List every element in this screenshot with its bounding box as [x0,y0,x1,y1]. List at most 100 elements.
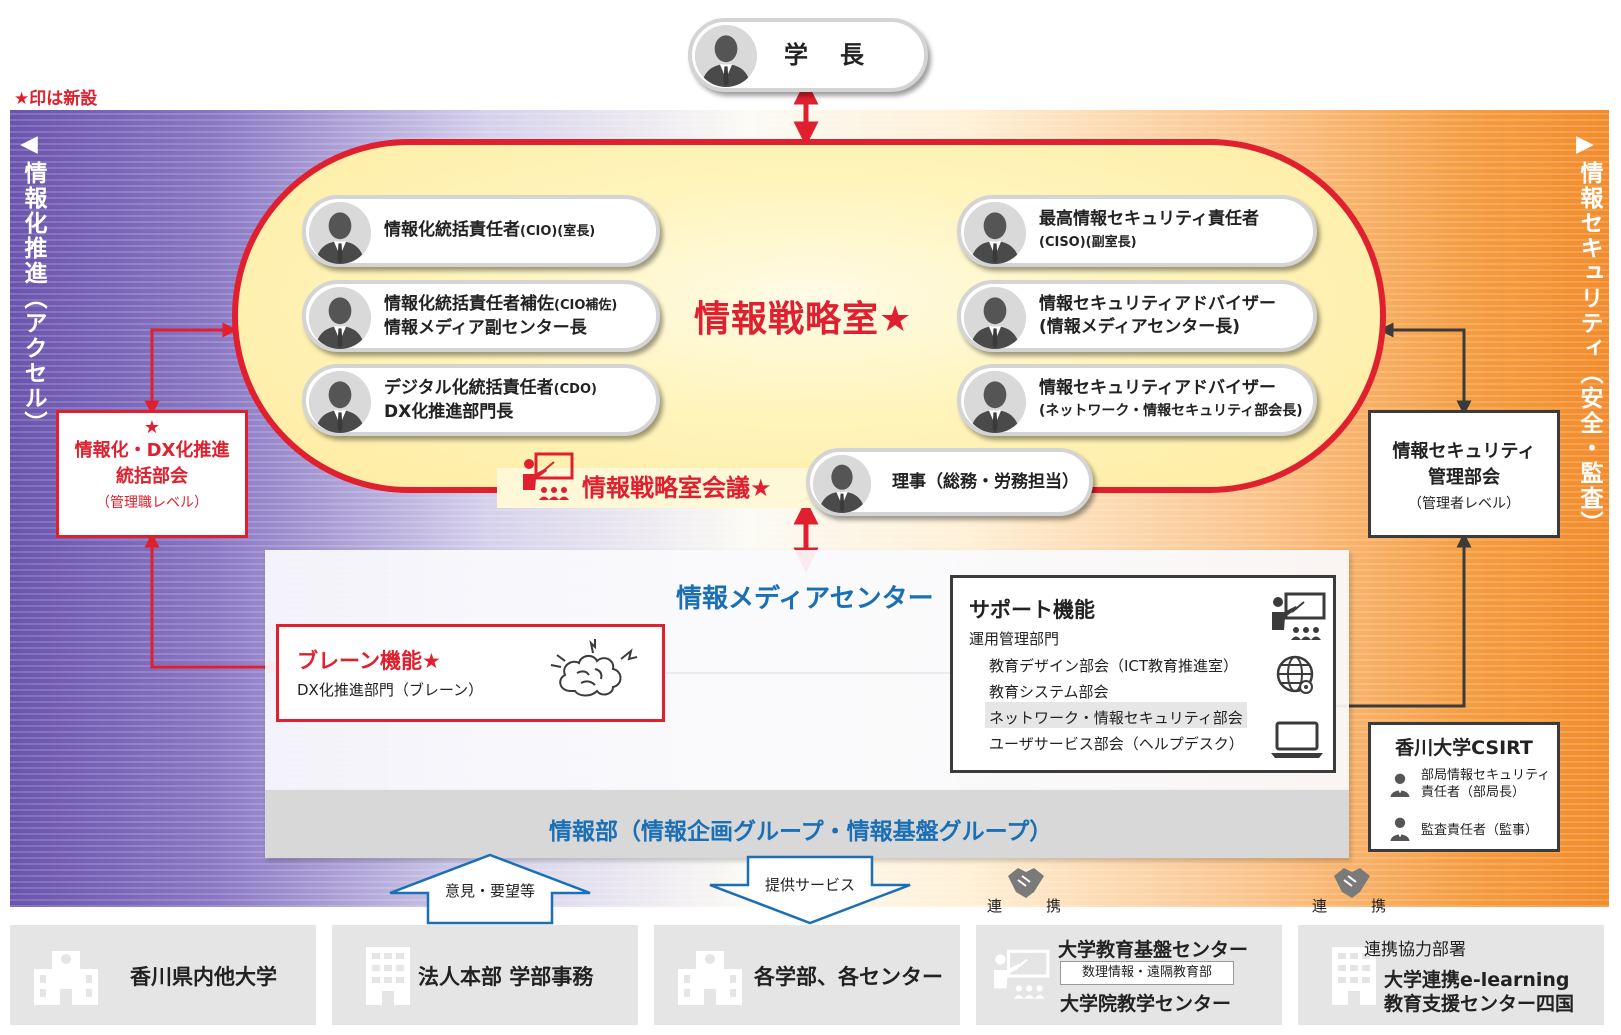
collab-label-right: 携 [1046,897,1062,915]
member-role: (CDO) [553,381,597,397]
person-icon [964,287,1026,349]
person-icon [964,371,1026,433]
right-side-label: ▶ 情報セキュリティ（安全・監査） [1572,131,1606,536]
collab-label-right: 携 [1371,897,1387,915]
person-icon [813,455,871,513]
member-title: 情報セキュリティアドバイザー [1039,294,1276,314]
member-subtitle: (ネットワーク・情報セキュリティ部会長) [1039,403,1303,419]
support-item: ネットワーク・情報セキュリティ部会 [989,709,1243,727]
meeting-label: 情報戦略室会議★ [582,474,772,502]
handshake-icon [1334,868,1370,898]
tile-label: 各学部、各センター [754,965,943,989]
tile-headquarters: 法人本部 学部事務 [332,925,638,1025]
dx-council-line2: 統括部会 [116,466,188,487]
member-pill-security-advisor-2: 情報セキュリティアドバイザー (ネットワーク・情報セキュリティ部会長) [957,364,1317,436]
new-mark-note: ★印は新設 [14,89,98,109]
teaching-icon [1272,592,1326,640]
tile-education-center: 大学教育基盤センター 数理情報・遠隔教育部 大学院教学センター [976,925,1282,1025]
right-side-arrow: ▶ [1572,131,1598,159]
person-icon [309,202,371,264]
security-council-box: 情報セキュリティ 管理部会 （管理者レベル） [1368,410,1560,538]
csirt-member2: 監査責任者（監事） [1421,823,1539,838]
campus-building-icon [34,951,98,1005]
president-pill: 学 長 [688,18,928,92]
member-subtitle: (情報メディアセンター長) [1039,317,1241,337]
brain-function-box: ブレーン機能★ DX化推進部門（ブレーン） [276,624,665,722]
csirt-member1-line1: 部局情報セキュリティ [1421,768,1551,783]
campus-building-icon [678,951,742,1005]
tile-label: 香川県内他大学 [130,965,277,989]
member-pill-ciso: 最高情報セキュリティ責任者 (CISO)(副室長) [957,195,1317,267]
president-label: 学 長 [784,40,868,69]
member-title: 情報化統括責任者補佐 [384,293,554,314]
person-icon [695,25,757,87]
tile-line1: 大学連携e-learning [1384,969,1570,991]
dx-council-line1: 情報化・DX化推進 [74,440,230,461]
service-down-arrow [709,855,911,925]
member-text: 情報セキュリティアドバイザー (情報メディアセンター長) [1039,284,1276,348]
member-role: (CIO補佐) [554,297,618,313]
brain-function-sub: DX化推進部門（ブレーン） [297,681,484,699]
security-council-line2: 管理部会 [1428,467,1500,488]
service-label: 提供サービス [764,876,855,894]
presentation-icon [523,452,574,500]
strategy-office-title: 情報戦略室★ [694,299,913,340]
member-subtitle: (CISO)(副室長) [1039,235,1137,250]
member-title: デジタル化統括責任者 [384,377,554,398]
feedback-label: 意見・要望等 [444,882,535,900]
tile-top: 連携協力部署 [1364,940,1466,960]
dx-council-box: ★ 情報化・DX化推進 統括部会 （管理職レベル） [56,410,248,538]
handshake-icon [1008,868,1044,898]
feedback-up-arrow [389,853,591,925]
member-text: 最高情報セキュリティ責任者 (CISO)(副室長) [1039,199,1259,263]
member-subtitle: DX化推進部門長 [384,401,514,422]
office-building-icon [366,947,410,1005]
person-icon [964,202,1026,264]
office-building-icon [1332,947,1376,1005]
tile-sub: 数理情報・遠隔教育部 [1060,961,1234,985]
member-text: 情報化統括責任者(CIO)(室長) [384,199,595,263]
support-function-box: サポート機能 運用管理部門 教育デザイン部会（ICT教育推進室） 教育システム部… [950,575,1336,773]
support-function-title: サポート機能 [969,598,1095,622]
support-dept: 運用管理部門 [969,630,1060,648]
tile-line2: 教育支援センター四国 [1384,993,1575,1015]
brain-function-title: ブレーン機能★ [297,649,441,673]
member-pill-cdo: デジタル化統括責任者(CDO) DX化推進部門長 [302,364,660,436]
support-item: 教育デザイン部会（ICT教育推進室） [989,657,1239,675]
security-council-level: （管理者レベル） [1408,496,1520,512]
tile-kagawa-universities: 香川県内他大学 [10,925,316,1025]
member-pill-cio-assistant: 情報化統括責任者補佐(CIO補佐) 情報メディア副センター長 [302,280,660,352]
info-dept-band [265,790,1349,858]
member-subtitle: 情報メディア副センター長 [384,317,587,338]
person-icon [309,287,371,349]
director-label: 理事（総務・労務担当） [892,471,1079,492]
globe-icon [1276,655,1314,694]
support-item: 教育システム部会 [989,683,1109,701]
collab-label-left: 連 [987,897,1003,915]
media-center-title: 情報メディアセンター [676,584,934,614]
member-text: デジタル化統括責任者(CDO) DX化推進部門長 [384,368,597,432]
right-side-text: 情報セキュリティ（安全・監査） [1576,161,1602,536]
support-item: ユーザサービス部会（ヘルプデスク） [989,735,1244,753]
left-side-text: 情報化推進（アクセル） [20,161,46,436]
member-pill-cio: 情報化統括責任者(CIO)(室長) [302,195,660,267]
laptop-icon [1271,721,1323,758]
person-icon [1390,817,1410,841]
meeting-label-bg [497,468,819,508]
person-icon [309,371,371,433]
brain-icon [550,639,638,697]
tile-line2: 大学院教学センター [1060,993,1232,1015]
member-text: 情報セキュリティアドバイザー (ネットワーク・情報セキュリティ部会長) [1039,368,1303,432]
person-icon [1390,773,1410,797]
member-title: 情報化統括責任者 [384,220,520,240]
tile-faculties: 各学部、各センター [654,925,960,1025]
csirt-member1-line2: 責任者（部局長） [1421,785,1526,800]
tile-line1: 大学教育基盤センター [1058,939,1249,961]
collab-label-left: 連 [1312,897,1328,915]
teaching-icon [994,949,1050,999]
member-text: 情報化統括責任者補佐(CIO補佐) 情報メディア副センター長 [384,284,617,348]
csirt-box: 香川大学CSIRT 部局情報セキュリティ 責任者（部局長） 監査責任者（監事） [1368,722,1560,852]
director-pill: 理事（総務・労務担当） [806,448,1093,516]
left-side-arrow: ◀ [16,131,42,159]
tile-partner-depts: 連携協力部署 大学連携e-learning 教育支援センター四国 [1298,925,1604,1025]
